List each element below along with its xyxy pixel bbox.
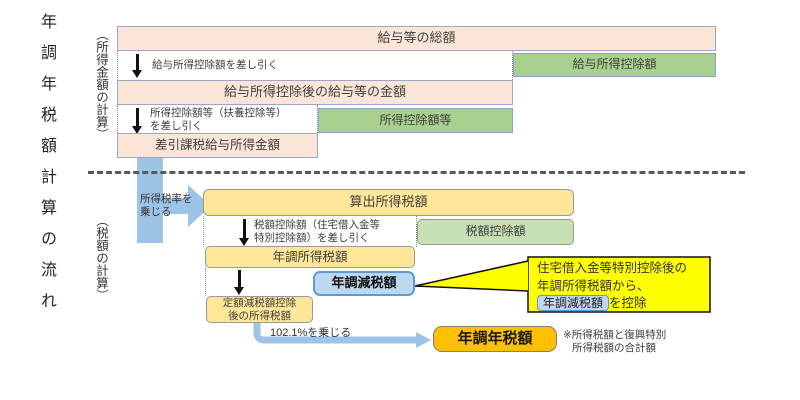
multiply-arrowhead-icon (416, 332, 431, 348)
callout-pointer (414, 260, 529, 292)
callout-reduction-chip: 年調減税額 (537, 295, 610, 311)
credit-note-line2: 特別控除額）を差し引く (254, 231, 370, 244)
step2-note-line1: 所得控除額等（扶養控除等） (150, 107, 287, 119)
gap-row-4 (205, 268, 313, 296)
down-arrow-icon (238, 270, 241, 287)
callout-line1: 住宅借入金等特別控除後の (537, 261, 688, 275)
gap-row-2 (117, 105, 318, 133)
page-title: 年調年税額計算の流れ (38, 13, 55, 323)
rate-note-line2: 乗じる (140, 205, 172, 218)
box-income-deductions: 所得控除額等 (318, 108, 513, 133)
box-tax-credit: 税額控除額 (417, 219, 574, 245)
gap-row-1 (117, 51, 513, 80)
box-tax-after-flat-reduction: 定額減税額控除 後の所得税額 (206, 296, 313, 323)
down-arrow-icon (136, 54, 139, 70)
box-yearend-reduction: 年調減税額 (313, 271, 415, 296)
callout-content: 住宅借入金等特別控除後の 年調所得税額から、 年調減税額を控除 (537, 260, 687, 313)
multiply-note: 102.1%を乗じる (270, 327, 352, 339)
down-arrow-icon (243, 219, 246, 238)
blue-right-arrow-icon (163, 185, 211, 227)
flat-reduction-line1: 定額減税額控除 (222, 297, 297, 310)
section-label-tax-calc: （税額の計算） (94, 214, 108, 302)
section-label-income-calc: （所得金額の計算） (94, 28, 108, 141)
box-salary-after-deduction: 給与所得控除後の給与等の金額 (117, 80, 513, 105)
footnote-line1: ※所得税額と復興特別 (563, 329, 667, 341)
box-net-taxable-salary: 差引課税給与所得金額 (117, 133, 318, 158)
rate-note-line1: 所得税率を (140, 193, 193, 205)
box-total-salary: 給与等の総額 (117, 26, 716, 51)
multiply-elbow-arrow (253, 322, 416, 344)
callout-line3-suffix: を控除 (609, 296, 647, 310)
box-salary-deduction: 給与所得控除額 (513, 53, 716, 77)
down-arrow-icon (136, 108, 139, 126)
credit-note-line1: 税額控除額（住宅借入金等 (254, 219, 380, 231)
box-calculated-income-tax: 算出所得税額 (203, 189, 574, 216)
step1-note: 給与所得控除額を差し引く (152, 59, 278, 71)
section-divider (88, 171, 745, 174)
box-adjusted-income-tax: 年調所得税額 (205, 246, 415, 268)
box-annual-tax: 年調年税額 (433, 326, 557, 352)
footnote-line2: 所得税額の合計額 (572, 341, 656, 354)
flat-reduction-line2: 後の所得税額 (228, 309, 291, 322)
callout-line2: 年調所得税額から、 (537, 278, 650, 293)
step2-note-line2: を差し引く (150, 119, 203, 132)
gap-row-3 (203, 216, 417, 247)
